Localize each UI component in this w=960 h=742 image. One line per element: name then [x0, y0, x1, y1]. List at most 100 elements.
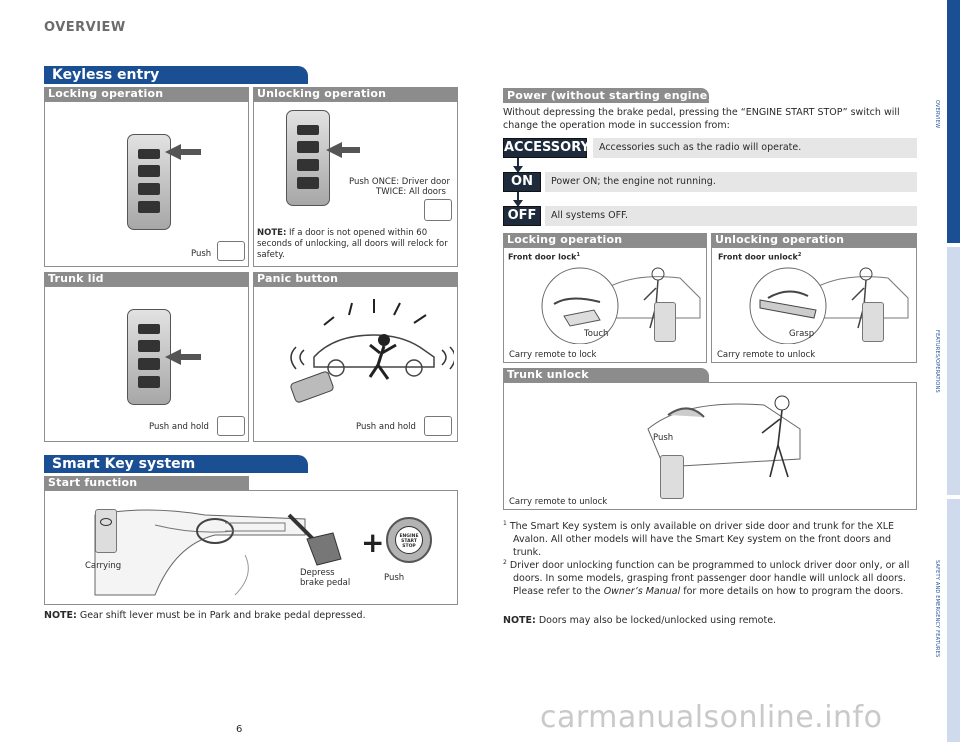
unlock-button-icon [424, 199, 452, 221]
note-text: If a door is not opened within 60 second… [257, 228, 448, 260]
arrow-shaft [179, 354, 201, 360]
trunk-button-icon [217, 416, 245, 436]
side-label-overview: OVERVIEW [934, 100, 940, 129]
push-caption: Push [191, 249, 212, 259]
page-title: OVERVIEW [44, 20, 126, 35]
side-label-features: FEATURES/OPERATIONS [934, 330, 940, 393]
toyota-logo-icon [100, 518, 112, 526]
note-label: NOTE: [44, 610, 77, 621]
panic-button-panel: Push and hold [253, 286, 458, 442]
start-function-panel: Carrying Depress brake pedal + ENGINE ST… [44, 490, 458, 605]
side-tab-safety[interactable] [947, 499, 960, 742]
trunk-illustration [647, 395, 801, 478]
depress-caption-line2: brake pedal [300, 578, 351, 588]
note-text: Doors may also be locked/unlocked using … [538, 615, 777, 626]
arrow-icon [165, 144, 181, 160]
smart-key-note: NOTE: Gear shift lever must be in Park a… [44, 610, 366, 621]
unlocking-note: NOTE: If a door is not opened within 60 … [257, 228, 455, 261]
footnote-2: 2 Driver door unlocking function can be … [503, 556, 911, 598]
lock-button [297, 125, 319, 135]
locking-operation-panel: Push [44, 101, 249, 267]
side-tab-features[interactable] [947, 247, 960, 495]
mode-off-desc: All systems OFF. [545, 206, 917, 226]
lock-button-icon [217, 241, 245, 261]
panic-button-icon [424, 416, 452, 436]
engine-start-stop-button: ENGINE START STOP [386, 517, 432, 563]
touch-caption: Touch [584, 329, 609, 339]
mode-accessory: ACCESSORY [503, 138, 590, 158]
trunk-button [138, 183, 160, 195]
plus-icon: + [361, 526, 385, 559]
arrow-icon [326, 142, 342, 158]
side-label-safety: SAFETY AND EMERGENCY FEATURES [934, 560, 940, 658]
footnote-number: 2 [503, 559, 507, 566]
front-door-unlock-subtitle: Front door unlock2 [718, 252, 801, 262]
engine-start-stop-label: ENGINE START STOP [395, 526, 423, 554]
push-caption: Push [653, 433, 674, 443]
carry-remote-to-unlock-caption: Carry remote to unlock [717, 350, 816, 360]
mode-on: ON [503, 172, 541, 192]
door-handle-illustration [749, 267, 909, 344]
driver-seat-illustration [94, 509, 306, 596]
arrow-down-icon [517, 192, 519, 202]
mode-off: OFF [503, 206, 541, 226]
unlock-button [138, 165, 160, 177]
grasp-caption: Grasp [789, 329, 815, 339]
front-door-lock-subtitle: Front door lock1 [508, 252, 580, 262]
smart-unlocking-panel: Front door unlock2 Grasp Carry remote to… [711, 247, 917, 363]
panic-button-header: Panic button [253, 272, 458, 286]
smart-key-fob-icon [95, 509, 117, 553]
trunk-lid-header: Trunk lid [44, 272, 249, 286]
smart-locking-panel: Front door lock1 Touch Carry remote to l… [503, 247, 707, 363]
unlocking-operation-header: Unlocking operation [253, 87, 458, 101]
side-tab-overview[interactable] [947, 0, 960, 243]
mode-on-desc: Power ON; the engine not running. [545, 172, 917, 192]
owners-manual-ref: Owner’s Manual [603, 586, 681, 598]
locking-operation-header: Locking operation [44, 87, 249, 101]
arrow-down-head [513, 166, 523, 173]
button-text-1: ENGINE [399, 534, 419, 539]
watermark: carmanualsonline.info [540, 700, 883, 735]
subtitle-text: Front door unlock [718, 252, 798, 262]
unlocking-operation-panel: Push ONCE: Driver door TWICE: All doors … [253, 101, 458, 267]
power-intro: Without depressing the brake pedal, pres… [503, 107, 900, 131]
twice-caption: TWICE: All doors [376, 187, 446, 197]
footnote-text: Driver door unlocking function can be pr… [509, 560, 910, 598]
button-text-2: START [401, 539, 417, 544]
carry-remote-to-lock-caption: Carry remote to lock [509, 350, 597, 360]
panic-button [138, 201, 160, 213]
keyless-entry-header: Keyless entry [44, 66, 308, 84]
smart-key-header: Smart Key system [44, 455, 308, 473]
mode-accessory-desc: Accessories such as the radio will opera… [593, 138, 917, 158]
power-header: Power (without starting engine) [503, 88, 713, 103]
smart-key-fob-icon [862, 302, 884, 342]
unlock-button [138, 340, 160, 352]
key-fob [127, 134, 171, 230]
footnote-number: 1 [503, 520, 507, 527]
smart-key-fob-icon [654, 302, 676, 342]
footnote-1: 1 The Smart Key system is only available… [503, 517, 911, 559]
brake-pedal-illustration [287, 513, 342, 566]
arrow-shaft [179, 149, 201, 155]
note-label: NOTE: [503, 615, 536, 626]
page-number: 6 [236, 724, 243, 735]
carry-remote-to-unlock-caption: Carry remote to unlock [509, 497, 608, 507]
footnote-text-end: for more details on how to program the d… [680, 586, 904, 598]
push-and-hold-caption: Push and hold [149, 422, 209, 432]
bottom-note: NOTE: Doors may also be locked/unlocked … [503, 615, 776, 626]
footnote-text: The Smart Key system is only available o… [509, 521, 895, 559]
push-once-caption: Push ONCE: Driver door [349, 177, 450, 187]
trunk-button [297, 159, 319, 171]
panic-button [297, 177, 319, 189]
arrow-down-head [513, 200, 523, 207]
subtitle-text: Front door lock [508, 252, 577, 262]
note-label: NOTE: [257, 228, 287, 238]
push-and-hold-caption: Push and hold [356, 422, 416, 432]
arrow-shaft [340, 147, 360, 153]
car-alarm-illustration [290, 299, 454, 403]
footnote-marker: 1 [576, 252, 580, 258]
note-text: Gear shift lever must be in Park and bra… [79, 610, 366, 621]
lock-button [138, 149, 160, 159]
arrow-icon [165, 349, 181, 365]
smart-unlocking-header: Unlocking operation [711, 233, 917, 247]
